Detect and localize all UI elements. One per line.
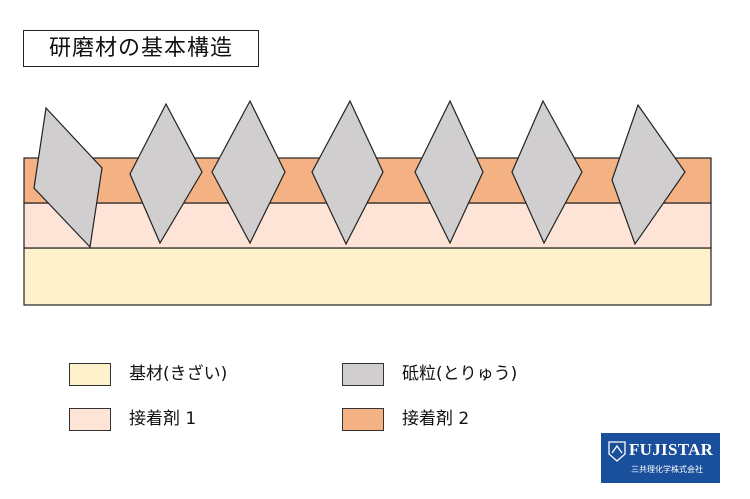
legend-swatch-adhesive-1 bbox=[69, 408, 111, 431]
legend-label-grain: 砥粒(とりゅう) bbox=[402, 364, 518, 384]
legend-swatch-substrate bbox=[69, 363, 111, 386]
logo-brand-name: FUJISTAR bbox=[629, 440, 714, 459]
logo-company-name: 三共理化学株式会社 bbox=[631, 465, 703, 474]
legend-swatch-adhesive-2 bbox=[342, 408, 384, 431]
abrasive-grain-6 bbox=[511, 99, 583, 245]
abrasive-grain-1 bbox=[33, 106, 103, 249]
legend-label-adhesive-2: 接着剤 2 bbox=[402, 409, 470, 429]
abrasive-grain-5 bbox=[414, 99, 484, 245]
abrasive-grain-3 bbox=[211, 99, 286, 245]
legend-label-adhesive-1: 接着剤 1 bbox=[129, 409, 197, 429]
substrate-layer bbox=[23, 247, 712, 306]
legend-label-substrate: 基材(きざい) bbox=[129, 364, 228, 384]
abrasive-grain-2 bbox=[129, 102, 203, 245]
legend-swatch-grain bbox=[342, 363, 384, 386]
fujistar-logo: FUJISTAR 三共理化学株式会社 bbox=[601, 433, 720, 483]
diagram-title: 研磨材の基本構造 bbox=[23, 30, 259, 67]
sankyo-mark-icon bbox=[608, 441, 626, 462]
abrasive-grain-7 bbox=[611, 103, 686, 246]
adhesive-1-layer bbox=[23, 202, 712, 249]
abrasive-grain-4 bbox=[311, 99, 384, 246]
